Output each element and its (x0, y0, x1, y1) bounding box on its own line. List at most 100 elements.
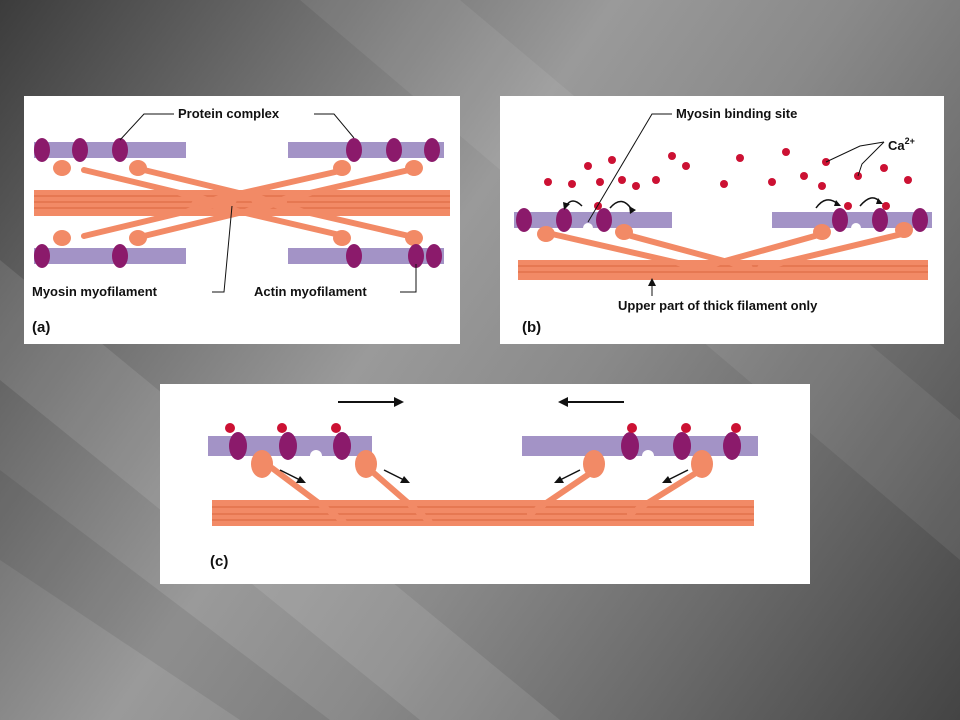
calcium-ion (682, 162, 690, 170)
protein-complex (832, 208, 848, 232)
calcium-ion (225, 423, 235, 433)
myosin-leader (212, 205, 233, 293)
actin-filament-left (514, 212, 672, 228)
protein-complex (556, 208, 572, 232)
myosin-head (333, 160, 351, 176)
protein-complex (279, 432, 297, 460)
myosin-head (333, 230, 351, 246)
calcium-ion (668, 152, 676, 160)
calcium-ion (882, 202, 890, 210)
protein-complex (229, 432, 247, 460)
calcium-label: Ca2+ (888, 136, 915, 153)
panel-c-tag: (c) (210, 553, 228, 570)
myosin-head (129, 230, 147, 246)
myosin-head (129, 160, 147, 176)
myosin-myofilament-label: Myosin myofilament (32, 284, 158, 299)
calcium-ion (818, 182, 826, 190)
actin-filament-right (522, 436, 758, 456)
protein-complex (346, 244, 362, 268)
protein-complex (621, 432, 639, 460)
panel-a: Protein complex Myosin myofilament Actin… (24, 96, 460, 344)
myosin-thick-filament (212, 500, 754, 526)
protein-complex (673, 432, 691, 460)
calcium-ion (652, 176, 660, 184)
myosin-binding-site-label: Myosin binding site (676, 106, 797, 121)
calcium-ion (584, 162, 592, 170)
protein-complex (386, 138, 402, 162)
protein-complex-leader (119, 113, 174, 141)
myosin-binding-site (583, 223, 593, 233)
calcium-ion (331, 423, 341, 433)
calcium-ion (844, 202, 852, 210)
binding-site-leader (587, 113, 672, 223)
calcium-ion (627, 423, 637, 433)
curved-arrow-icon (609, 200, 633, 211)
protein-complex-leader (314, 113, 355, 139)
calcium-ion (731, 423, 741, 433)
calcium-ion (632, 182, 640, 190)
myosin-head (405, 230, 423, 246)
protein-complex (408, 244, 424, 268)
protein-complex (424, 138, 440, 162)
protein-complex (346, 138, 362, 162)
myosin-head (813, 224, 831, 240)
calcium-leader (825, 141, 885, 163)
protein-complex (872, 208, 888, 232)
calcium-ion (782, 148, 790, 156)
calcium-ion (596, 178, 604, 186)
myosin-head (251, 450, 273, 478)
myosin-binding-site (851, 223, 861, 233)
calcium-charge: 2+ (905, 136, 915, 146)
calcium-ion (568, 180, 576, 188)
calcium-leader (857, 141, 885, 177)
thick-filament-note: Upper part of thick filament only (618, 298, 818, 313)
myosin-head (53, 160, 71, 176)
myosin-thick-filament (518, 260, 928, 280)
power-stroke-arrow (279, 469, 301, 481)
panel-b-diagram: Myosin binding site Ca2+ Upper part of t… (514, 106, 932, 336)
panel-b: Myosin binding site Ca2+ Upper part of t… (500, 96, 944, 344)
panel-a-diagram: Protein complex Myosin myofilament Actin… (32, 106, 450, 336)
panel-b-tag: (b) (522, 319, 541, 336)
power-stroke-arrow (559, 469, 581, 481)
protein-complex (112, 244, 128, 268)
protein-complex (333, 432, 351, 460)
calcium-ion (681, 423, 691, 433)
calcium-ion (277, 423, 287, 433)
protein-complex (596, 208, 612, 232)
panel-a-tag: (a) (32, 319, 50, 336)
protein-complex (34, 244, 50, 268)
power-stroke-arrow (383, 469, 405, 481)
protein-complex (723, 432, 741, 460)
actin-leader (400, 264, 417, 293)
panel-c: (c) (160, 384, 810, 584)
calcium-ion (544, 178, 552, 186)
actin-filament-bottom-left (34, 248, 186, 264)
actin-filament-right (772, 212, 932, 228)
panel-c-diagram: (c) (208, 397, 758, 570)
calcium-ion (720, 180, 728, 188)
protein-complex (516, 208, 532, 232)
myosin-head (53, 230, 71, 246)
actin-filament-bottom-right (288, 248, 444, 264)
power-stroke-arrow (667, 469, 689, 481)
calcium-ion (904, 176, 912, 184)
myosin-binding-site (310, 450, 322, 462)
protein-complex (34, 138, 50, 162)
myosin-binding-site (642, 450, 654, 462)
actin-filament-top-right (288, 142, 444, 158)
actin-filament-top-left (34, 142, 186, 158)
protein-complex (912, 208, 928, 232)
myosin-head (537, 226, 555, 242)
myosin-head (615, 224, 633, 240)
protein-complex (72, 138, 88, 162)
actin-myofilament-label: Actin myofilament (254, 284, 367, 299)
calcium-ion (800, 172, 808, 180)
protein-complex (112, 138, 128, 162)
myosin-head (895, 222, 913, 238)
calcium-ion (736, 154, 744, 162)
calcium-ion (880, 164, 888, 172)
myosin-head (583, 450, 605, 478)
myosin-head (405, 160, 423, 176)
calcium-ion (618, 176, 626, 184)
